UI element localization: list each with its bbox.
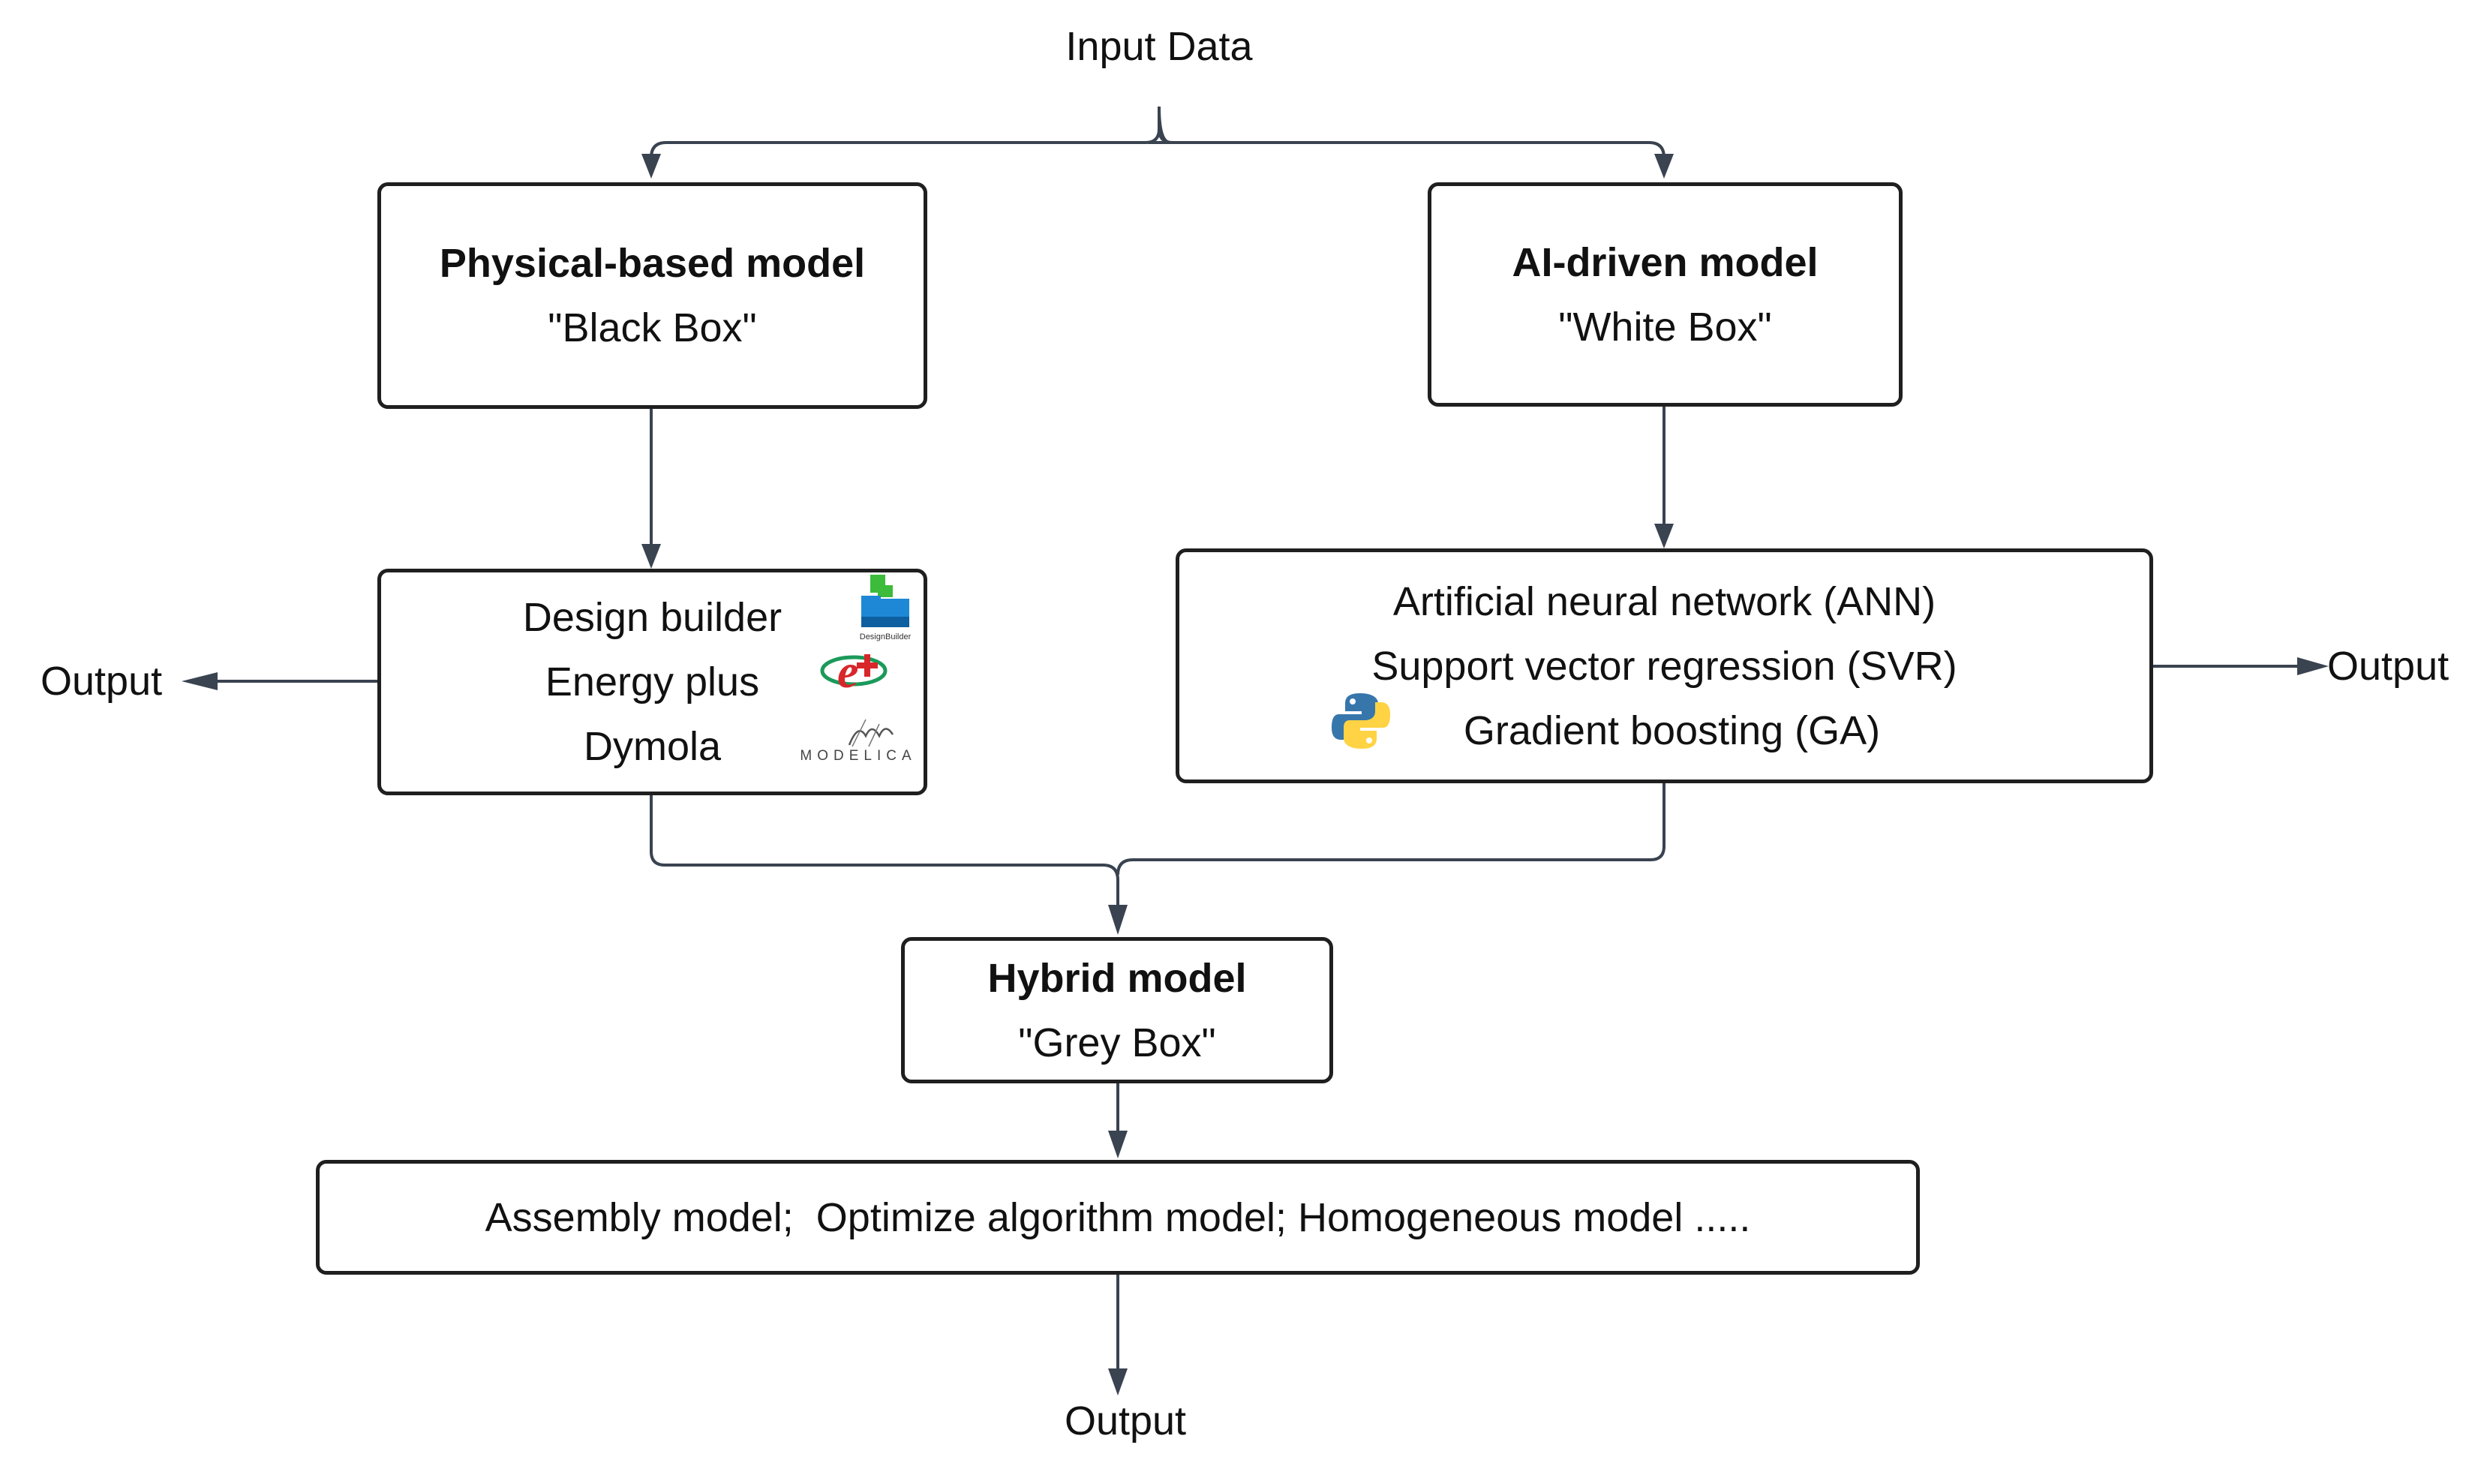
method-item: Artificial neural network (ANN): [1392, 578, 1936, 624]
hybrid-model-title: Hybrid model: [987, 955, 1247, 1001]
output-bottom-label: Output: [1064, 1398, 1187, 1443]
input-data-label: Input Data: [1065, 24, 1253, 69]
physical-based-model-box: Physical-based model "Black Box": [377, 182, 927, 409]
ai-model-title: AI-driven model: [1512, 239, 1819, 285]
arrowhead-physical: [641, 154, 661, 179]
svg-text:e: e: [837, 644, 858, 696]
output-right-label: Output: [2327, 644, 2449, 689]
hybrid-types-text: Assembly model; Optimize algorithm model…: [485, 1194, 1751, 1240]
hybrid-model-subtitle: "Grey Box": [1018, 1020, 1216, 1065]
arrowhead-methods: [1654, 524, 1674, 548]
hybrid-model-box: Hybrid model "Grey Box": [901, 937, 1333, 1083]
physical-model-title: Physical-based model: [439, 241, 866, 286]
arrowhead-right-output: [2297, 657, 2329, 675]
designbuilder-logo-icon: DesignBuilder: [848, 573, 920, 645]
tool-item: Dymola: [583, 724, 722, 769]
physical-model-subtitle: "Black Box": [548, 305, 757, 350]
input-brace: [650, 106, 1172, 159]
tool-item: Design builder: [522, 595, 782, 640]
arrowhead-bottom-output: [1108, 1368, 1128, 1395]
svg-text:MODELICA: MODELICA: [800, 748, 916, 763]
python-logo-icon: [1330, 690, 1392, 752]
physical-tools-box: Design builder Energy plus Dymola: [377, 569, 927, 795]
ai-methods-box: Artificial neural network (ANN) Support …: [1176, 548, 2153, 783]
energyplus-logo-icon: e: [818, 644, 893, 698]
input-to-ai-line: [1158, 128, 1666, 159]
arrowhead-types: [1108, 1131, 1128, 1158]
output-left-label: Output: [41, 659, 163, 704]
tool-item: Energy plus: [545, 659, 760, 704]
hybrid-types-box: Assembly model; Optimize algorithm model…: [316, 1160, 1920, 1275]
tools-to-hybrid-line: [650, 795, 1119, 909]
ai-model-subtitle: "White Box": [1558, 304, 1772, 350]
arrowhead-ai: [1654, 154, 1674, 179]
method-item: Gradient boosting (GA): [1463, 707, 1881, 753]
method-item: Support vector regression (SVR): [1371, 643, 1957, 689]
arrowhead-tools: [641, 544, 661, 569]
methods-to-hybrid-line: [1116, 783, 1666, 876]
arrowhead-left-output: [182, 672, 218, 690]
arrowhead-hybrid: [1108, 905, 1128, 935]
ai-driven-model-box: AI-driven model "White Box": [1428, 182, 1903, 407]
svg-text:DesignBuilder: DesignBuilder: [860, 632, 912, 641]
modelica-logo-icon: MODELICA: [797, 716, 920, 764]
